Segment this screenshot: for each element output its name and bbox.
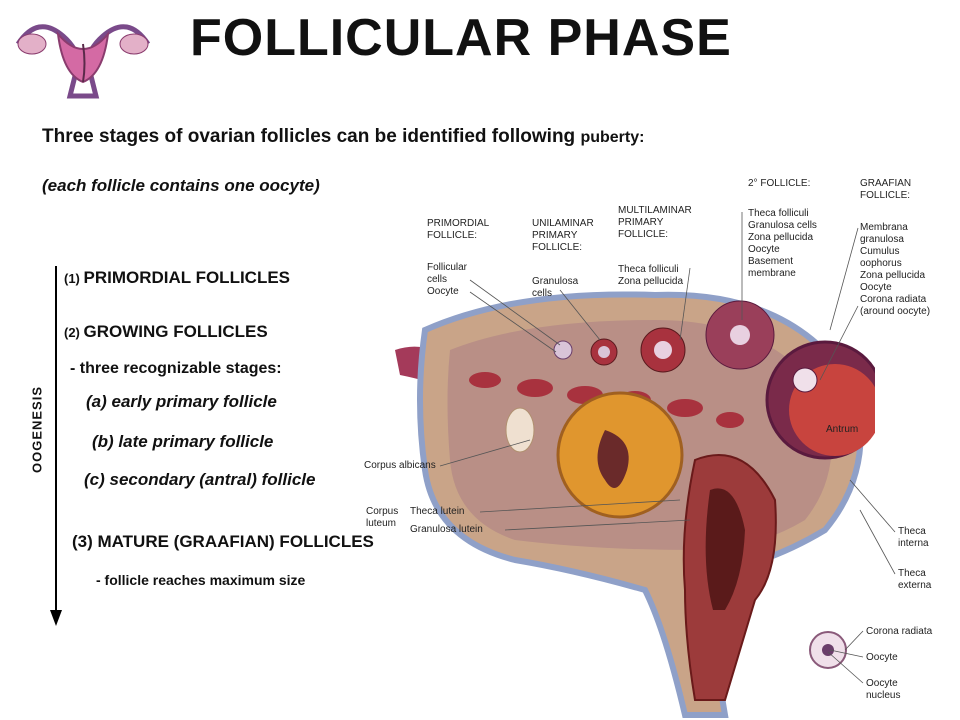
intro-text: Three stages of ovarian follicles can be… [42,126,644,148]
oogenesis-arrow [50,266,62,626]
stage-primordial: (1) PRIMORDIAL FOLLICLES [64,268,290,288]
label-theca-lutein: Theca lutein [410,506,465,517]
oocyte-note: (each follicle contains one oocyte) [42,176,320,195]
page-title: FOLLICULAR PHASE [190,9,732,67]
intro-main: Three stages of ovarian follicles can be… [42,126,581,147]
stage-label: GROWING FOLLICLES [83,322,268,341]
substage-secondary: (c) secondary (antral) follicle [84,470,316,489]
label-oocyte: Oocyte [866,652,898,663]
label-secondary-list: Theca folliculi Granulosa cells Zona pel… [748,208,817,279]
intro-suffix: puberty: [580,129,645,146]
label-corpus-luteum: Corpus luteum [366,506,399,529]
stage-growing: (2) GROWING FOLLICLES [64,322,268,342]
mature-note: - follicle reaches maximum size [96,572,306,588]
label-theca-externa: Theca externa [898,568,932,591]
substage-late-primary: (b) late primary follicle [92,432,274,451]
stage-label: PRIMORDIAL FOLLICLES [83,268,291,287]
ovary-illustration [395,291,875,718]
header-primordial: PRIMORDIAL FOLLICLE: [427,218,490,241]
label-corona-radiata: Corona radiata [866,626,933,637]
stage-mature: (3) MATURE (GRAAFIAN) FOLLICLES [72,532,374,551]
header-multilaminar: MULTILAMINAR PRIMARY FOLLICLE: [618,205,692,240]
label-granulosa-cells: Granulosa cells [532,276,579,299]
substage-early-primary: (a) early primary follicle [86,392,277,411]
stage-number: (1) [64,271,84,286]
label-theca-folliculi: Theca folliculi Zona pellucida [618,264,684,287]
stage-number: (2) [64,325,84,340]
header-unilaminar: UNILAMINAR PRIMARY FOLLICLE: [532,218,594,253]
label-theca-interna: Theca interna [898,526,929,549]
label-follicular-cells: Follicular cells Oocyte [427,262,468,297]
header-secondary: 2° FOLLICLE: [748,178,811,189]
header-graafian: GRAAFIAN FOLLICLE: [860,178,912,201]
label-oocyte-nucleus: Oocyte nucleus [866,678,901,701]
label-graafian-list: Membrana granulosa Cumulus oophorus Zona… [860,222,931,317]
uterus-icon [15,24,151,99]
label-granulosa-lutein: Granulosa lutein [410,524,483,535]
label-corpus-albicans: Corpus albicans [364,460,436,471]
growing-substages-note: - three recognizable stages: [70,360,282,377]
label-antrum: Antrum [826,424,859,435]
